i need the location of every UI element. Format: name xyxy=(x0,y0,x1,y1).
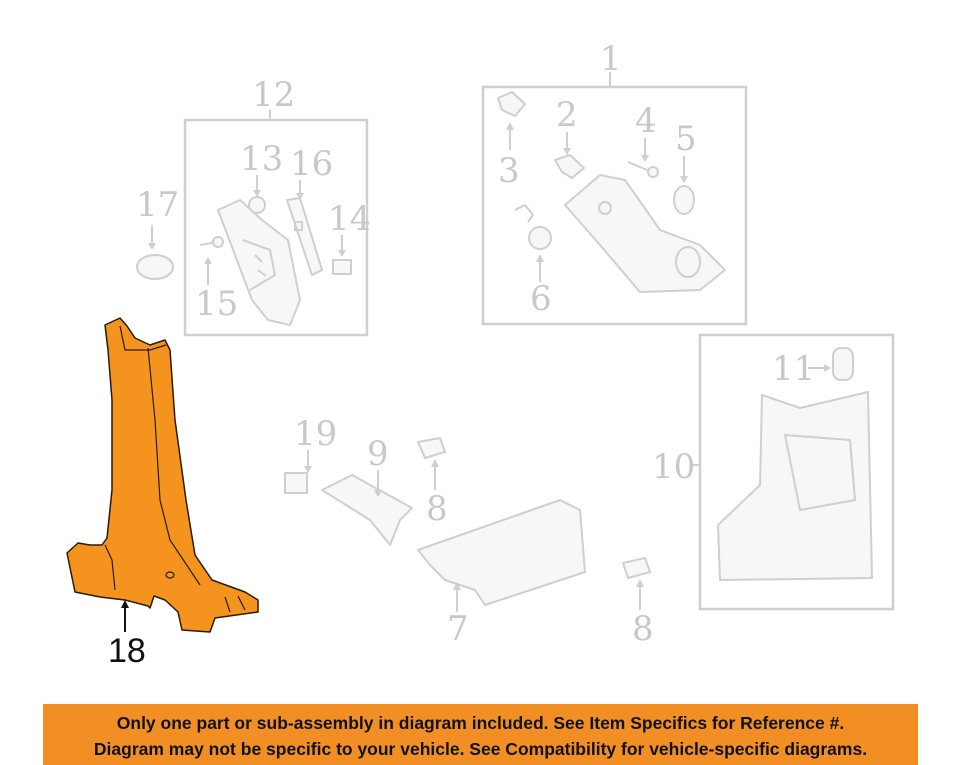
callout-9: 9 xyxy=(367,434,389,474)
part-9-bracket: 9 xyxy=(321,434,413,546)
part-13-nut: 13 xyxy=(240,139,283,214)
part-11-clip: 11 xyxy=(772,347,854,389)
callout-3: 3 xyxy=(498,151,520,191)
part-4-screw: 4 xyxy=(627,101,659,178)
part-15-pin: 15 xyxy=(195,236,238,324)
part-19-clip: 19 xyxy=(284,414,337,494)
callout-16: 16 xyxy=(290,144,333,184)
callout-5: 5 xyxy=(675,119,697,159)
callout-8a: 8 xyxy=(426,489,448,529)
disclaimer-line-1: Only one part or sub-assembly in diagram… xyxy=(116,713,845,733)
parts-diagram: 12 1 10 13 16 14 15 xyxy=(66,39,895,670)
part-6-connector: 6 xyxy=(514,204,552,319)
part-12-panel xyxy=(217,199,301,326)
group-box-1: 1 xyxy=(481,39,748,326)
part-7-sill-plate: 7 xyxy=(417,499,586,649)
part-5-grommet: 5 xyxy=(673,119,697,215)
callout-4: 4 xyxy=(635,101,657,141)
part-2-retainer: 2 xyxy=(554,95,585,179)
part-18-body xyxy=(66,317,259,633)
callout-15: 15 xyxy=(195,284,238,324)
callout-17: 17 xyxy=(136,185,179,225)
callout-19: 19 xyxy=(294,414,337,454)
part-3-clip: 3 xyxy=(497,91,526,191)
group-box-10: 10 xyxy=(652,333,895,611)
callout-6: 6 xyxy=(530,279,552,319)
callout-10: 10 xyxy=(652,447,695,487)
part-18-pillar-trim: 18 xyxy=(66,317,259,670)
disclaimer-line-2: Diagram may not be specific to your vehi… xyxy=(93,739,868,759)
part-14-clip: 14 xyxy=(328,199,371,275)
callout-13: 13 xyxy=(240,139,283,179)
callout-2: 2 xyxy=(556,95,578,135)
callout-8b: 8 xyxy=(632,609,654,649)
part-16-trim: 16 xyxy=(286,144,333,276)
part-1-quarter-trim xyxy=(564,174,726,293)
part-8-clip-upper: 8 xyxy=(417,437,448,529)
callout-18: 18 xyxy=(108,632,146,670)
group-box-12: 12 xyxy=(183,75,369,337)
callout-12: 12 xyxy=(252,75,295,115)
part-8-clip-lower: 8 xyxy=(622,557,654,649)
callout-7: 7 xyxy=(447,609,469,649)
callout-14: 14 xyxy=(328,199,371,239)
disclaimer-banner: Only one part or sub-assembly in diagram… xyxy=(43,704,918,765)
part-10-lower-trim xyxy=(717,391,873,581)
part-17-cap: 17 xyxy=(136,185,179,280)
callout-1: 1 xyxy=(600,39,622,79)
